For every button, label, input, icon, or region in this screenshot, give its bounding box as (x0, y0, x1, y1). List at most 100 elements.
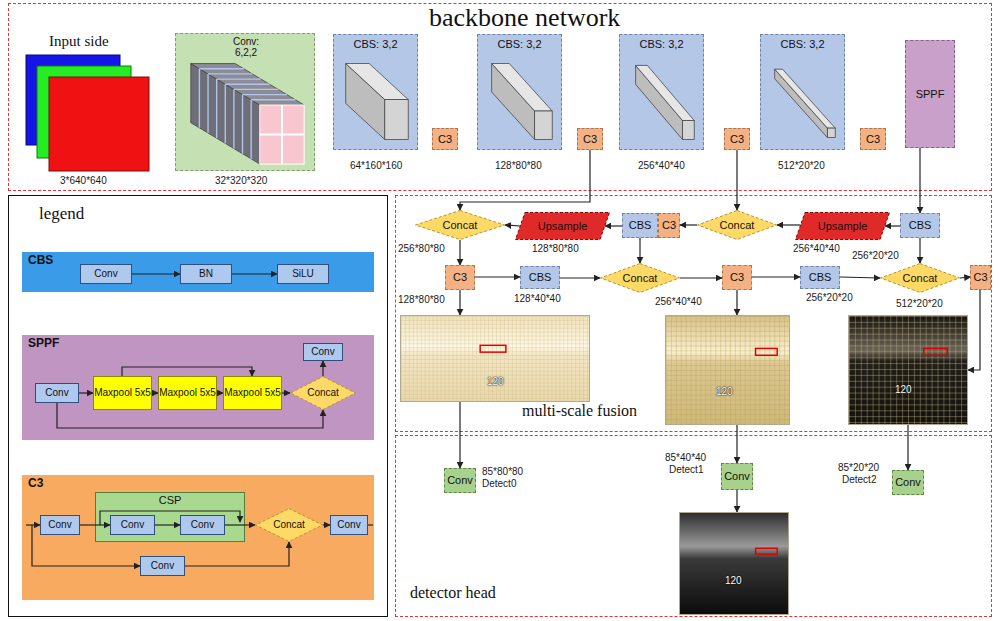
node-label: Conv (48, 519, 71, 530)
connector (323, 524, 330, 525)
node-label: C3 (730, 271, 744, 283)
connector (960, 277, 971, 278)
connector (736, 490, 737, 512)
node-label: Conv (447, 474, 473, 486)
connector (605, 225, 622, 226)
node-label: Concat (443, 219, 478, 231)
cuboid-top (636, 65, 695, 120)
concat-diamond: Concat (600, 263, 680, 293)
cbs-block: CBS (520, 266, 560, 289)
feature-cuboid (620, 35, 703, 149)
target-box (924, 348, 948, 355)
shape-fill (881, 264, 960, 293)
node-label: Conv (94, 268, 117, 279)
node-label: Conv (191, 519, 214, 530)
connector (80, 524, 110, 525)
node-label: SPPF (916, 88, 945, 100)
node-label: C3 (453, 271, 467, 283)
cuboid-top (775, 69, 836, 128)
image-grid (849, 316, 967, 424)
cuboid-front (827, 128, 835, 138)
region-caption: multi-scale fusion (522, 402, 637, 420)
connector (736, 150, 737, 210)
c3-output-wire (368, 524, 373, 525)
detect-conv: Conv (892, 470, 924, 495)
image-ground (666, 316, 789, 424)
connector (752, 276, 800, 277)
cbs-block: CBS: 3,2 (333, 34, 418, 150)
connector (475, 276, 520, 277)
node-label: Conv (45, 387, 68, 398)
c3-block: C3 (860, 128, 886, 150)
image-ground (401, 316, 589, 401)
dimension-label: 128*40*40 (514, 293, 561, 305)
dimension-label: 256*40*40 (793, 243, 840, 255)
node-label: CBS (629, 219, 652, 231)
node-label: C3 (973, 271, 987, 283)
legend-conv-box: Conv (330, 515, 368, 535)
dimension-label: Detect0 (482, 478, 516, 490)
node-label: 120 (895, 384, 912, 395)
connector (840, 277, 880, 278)
feature-cuboid (478, 35, 561, 149)
dimension-label: Detect2 (842, 474, 876, 486)
connector (680, 277, 722, 278)
detection-image (680, 513, 788, 614)
front-face-grid (260, 105, 304, 164)
node-label: Input side (49, 33, 109, 50)
node-label: Conv: 6,2,2 (224, 36, 268, 58)
connector (736, 425, 737, 463)
c3-block: C3 (432, 128, 458, 150)
region-caption: SPPF (28, 337, 59, 350)
node-label: Conv (121, 519, 144, 530)
shape-fill (291, 377, 356, 410)
connector (459, 240, 460, 265)
feature-map: 120 (400, 315, 590, 402)
shape-fill (698, 211, 777, 240)
image-grid (666, 316, 789, 424)
region-caption: legend (39, 204, 84, 223)
node-label: Maxpool 5x5 (224, 387, 281, 398)
connector (79, 392, 93, 393)
node-label: Concat (273, 519, 305, 530)
input-image-stack (25, 33, 150, 172)
node-label: CBS: 3,2 (334, 38, 417, 50)
node-label: Concat (720, 219, 755, 231)
legend-conv-box: BN (180, 264, 232, 284)
detect-conv: Conv (721, 463, 753, 490)
feature-map: 120 (679, 512, 789, 615)
shape-fill (516, 213, 610, 240)
c3-block: C3 (658, 213, 680, 238)
dimension-label: 256*20*20 (806, 292, 853, 304)
dimension-label: 128*80*80 (532, 243, 579, 255)
dimension-label: Detect1 (669, 464, 703, 476)
red-channel (49, 77, 149, 171)
connector (459, 402, 460, 468)
connector (459, 290, 460, 315)
region-caption: C3 (28, 477, 43, 490)
csp-group: CSPConvConv (95, 492, 245, 542)
dimension-label: 256*40*40 (655, 296, 702, 308)
maxpool-box: Maxpool 5x5 (93, 376, 152, 410)
connector (132, 273, 180, 274)
connector (225, 524, 255, 525)
feature-map: 120 (848, 315, 968, 425)
connector (639, 238, 640, 263)
legend-conv-box: Conv (303, 343, 343, 361)
concat-diamond: Concat (255, 508, 323, 542)
image-ground (680, 513, 788, 614)
maxpool-box: Maxpool 5x5 (223, 376, 282, 410)
node-label: Maxpool 5x5 (94, 387, 151, 398)
connector (680, 224, 697, 225)
cuboid-top (492, 64, 553, 112)
concat-diamond: Concat (415, 210, 505, 240)
dimension-label: 256*40*40 (638, 160, 685, 172)
upsample-block: Upsample (515, 212, 610, 240)
shape-fill (416, 211, 505, 240)
node-label: Conv (337, 519, 360, 530)
connector (460, 150, 590, 210)
dimension-label: 85*20*20 (838, 462, 879, 474)
cuboid-front (682, 121, 694, 140)
node-label: C3 (662, 219, 676, 231)
image-ground (849, 316, 967, 424)
